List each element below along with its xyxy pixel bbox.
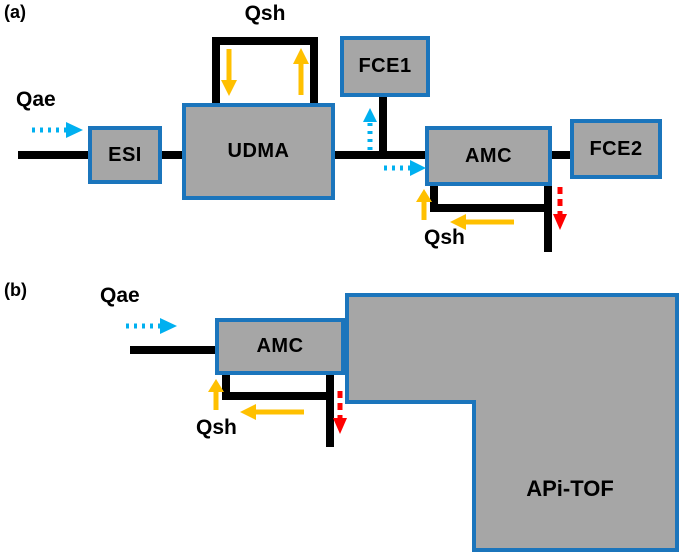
- amc-sheath-up-arrow-a: [416, 189, 432, 220]
- excess-flow-arrow-a: [553, 187, 567, 230]
- panel-a-label: (a): [4, 2, 26, 22]
- fce1-stem-line: [379, 93, 387, 155]
- apitof-label: APi-TOF: [526, 476, 614, 501]
- qsh-top-label-a: Qsh: [244, 2, 286, 25]
- amc-label-b: AMC: [256, 335, 304, 357]
- amc-sheath-left-bar-b: [222, 375, 230, 400]
- amc-sheath-bottom-bar-b: [222, 392, 334, 400]
- esi-box: ESI: [88, 126, 162, 184]
- fce2-label: FCE2: [589, 137, 643, 160]
- amc-excess-outlet-line-a: [544, 186, 552, 252]
- esi-label: ESI: [108, 143, 142, 166]
- apitof-shape: [345, 293, 679, 552]
- sheath-up-arrow-a: [293, 48, 309, 95]
- aerosol-in-arrow-b: [126, 318, 177, 334]
- fce1-label: FCE1: [358, 55, 412, 77]
- amc-box-a: AMC: [425, 126, 552, 186]
- qsh-bottom-label-a: Qsh: [424, 226, 465, 249]
- sheath-loop-left-bar-a: [212, 37, 220, 107]
- udma-box: UDMA: [182, 103, 335, 200]
- amc-excess-outlet-line-b: [326, 375, 334, 447]
- panel-b-label: (b): [4, 280, 27, 300]
- main-sample-line-b: [130, 346, 222, 354]
- qsh-label-b: Qsh: [196, 416, 237, 439]
- aerosol-in-arrow-a: [32, 122, 83, 138]
- amc-sheath-left-arrow-b: [240, 404, 304, 420]
- amc-label-a: AMC: [464, 144, 513, 167]
- qae-label-a: Qae: [16, 88, 56, 111]
- sheath-loop-top-bar-a: [212, 37, 318, 45]
- amc-box-b: AMC: [215, 318, 345, 375]
- sheath-down-arrow-a: [221, 49, 237, 96]
- fce1-box: FCE1: [340, 36, 430, 97]
- amc-sheath-left-bar-a: [430, 186, 438, 212]
- aerosol-up-arrow-a: [363, 108, 377, 150]
- sheath-loop-right-bar-a: [310, 37, 318, 107]
- aerosol-right-arrow-a: [384, 160, 426, 176]
- amc-sheath-up-arrow-b: [208, 379, 224, 410]
- fce2-box: FCE2: [570, 119, 662, 179]
- amc-sheath-left-arrow-a: [450, 214, 514, 230]
- excess-flow-arrow-b: [333, 391, 347, 434]
- qae-label-b: Qae: [100, 284, 140, 307]
- amc-sheath-bottom-bar-a: [430, 204, 552, 212]
- udma-label: UDMA: [227, 140, 290, 162]
